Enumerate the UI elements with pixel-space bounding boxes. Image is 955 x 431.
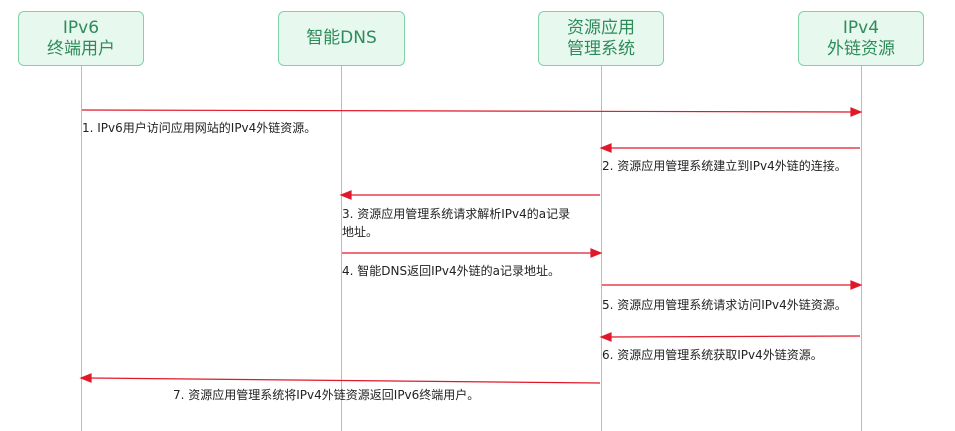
- message-4-label: 4. 智能DNS返回IPv4外链的a记录地址。: [342, 264, 560, 278]
- message-3-label: 3. 资源应用管理系统请求解析IPv4的a记录 地址。: [342, 207, 571, 239]
- arrow-6: [599, 332, 861, 342]
- message-2-label: 2. 资源应用管理系统建立到IPv4外链的连接。: [602, 159, 847, 173]
- message-1-label: 1. IPv6用户访问应用网站的IPv4外链资源。: [82, 121, 317, 135]
- actor-resource-mgmt-system: 资源应用 管理系统: [538, 11, 664, 66]
- actor-ipv4-external-resource: IPv4 外链资源: [798, 11, 924, 66]
- actor-ipv6-user: IPv6 终端用户: [18, 11, 144, 66]
- lifeline-smart-dns: [341, 66, 342, 431]
- arrow-5: [602, 280, 863, 290]
- lifeline-ipv4-external-resource: [861, 66, 862, 431]
- message-6-label: 6. 资源应用管理系统获取IPv4外链资源。: [602, 348, 823, 362]
- lifeline-resource-mgmt-system: [601, 66, 602, 431]
- arrow-1: [81, 107, 863, 117]
- message-5-label: 5. 资源应用管理系统请求访问IPv4外链资源。: [602, 298, 847, 312]
- arrow-7: [79, 373, 601, 384]
- arrow-4: [342, 248, 603, 258]
- arrow-3: [339, 190, 600, 200]
- actor-smart-dns: 智能DNS: [278, 11, 405, 66]
- lifeline-ipv6-user: [81, 66, 82, 431]
- arrow-2: [599, 143, 860, 153]
- message-7-label: 7. 资源应用管理系统将IPv4外链资源返回IPv6终端用户。: [173, 388, 480, 402]
